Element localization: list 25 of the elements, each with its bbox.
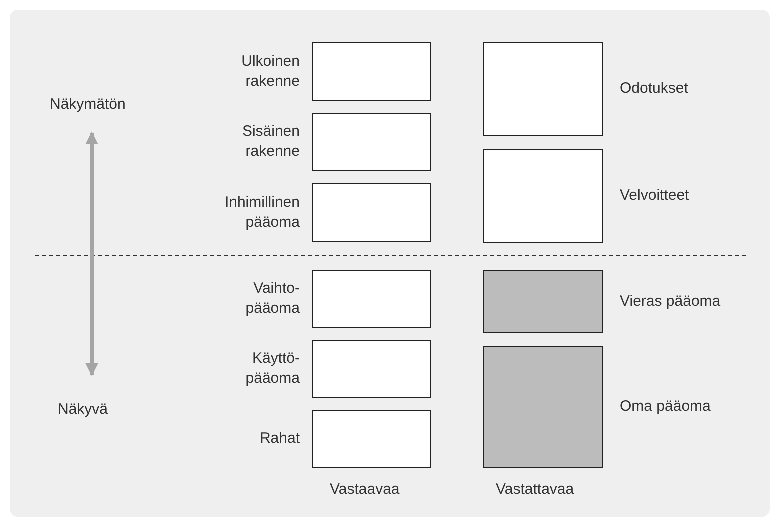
- empty-box: [483, 149, 603, 243]
- box-label: Ulkoinen rakenne: [240, 52, 300, 92]
- box-label: Inhimillinen pääoma: [224, 192, 300, 232]
- empty-box: [312, 410, 431, 468]
- axis-label: Näkymätön: [50, 95, 126, 115]
- double-arrow: [86, 132, 98, 376]
- empty-box: [312, 113, 431, 171]
- box-label: Vaihto- pääoma: [244, 279, 300, 319]
- empty-box: [483, 270, 603, 333]
- box-label: Odotukset: [620, 79, 690, 99]
- box-label: Oma pääoma: [620, 397, 712, 417]
- empty-box: [312, 270, 431, 328]
- empty-box: [312, 340, 431, 398]
- empty-box: [483, 42, 603, 136]
- box-label: Rahat: [258, 429, 300, 449]
- empty-box: [312, 42, 431, 101]
- axis-label: Näkyvä: [58, 400, 108, 420]
- box-label: Vieras pääoma: [620, 292, 722, 312]
- box-label: Sisäinen rakenne: [241, 122, 300, 162]
- column-label: Vastaavaa: [330, 480, 400, 500]
- empty-box: [483, 346, 603, 468]
- column-label: Vastattavaa: [496, 480, 574, 500]
- box-label: Velvoitteet: [620, 186, 690, 206]
- box-label: Käyttö- pääoma: [244, 349, 300, 389]
- empty-box: [312, 183, 431, 242]
